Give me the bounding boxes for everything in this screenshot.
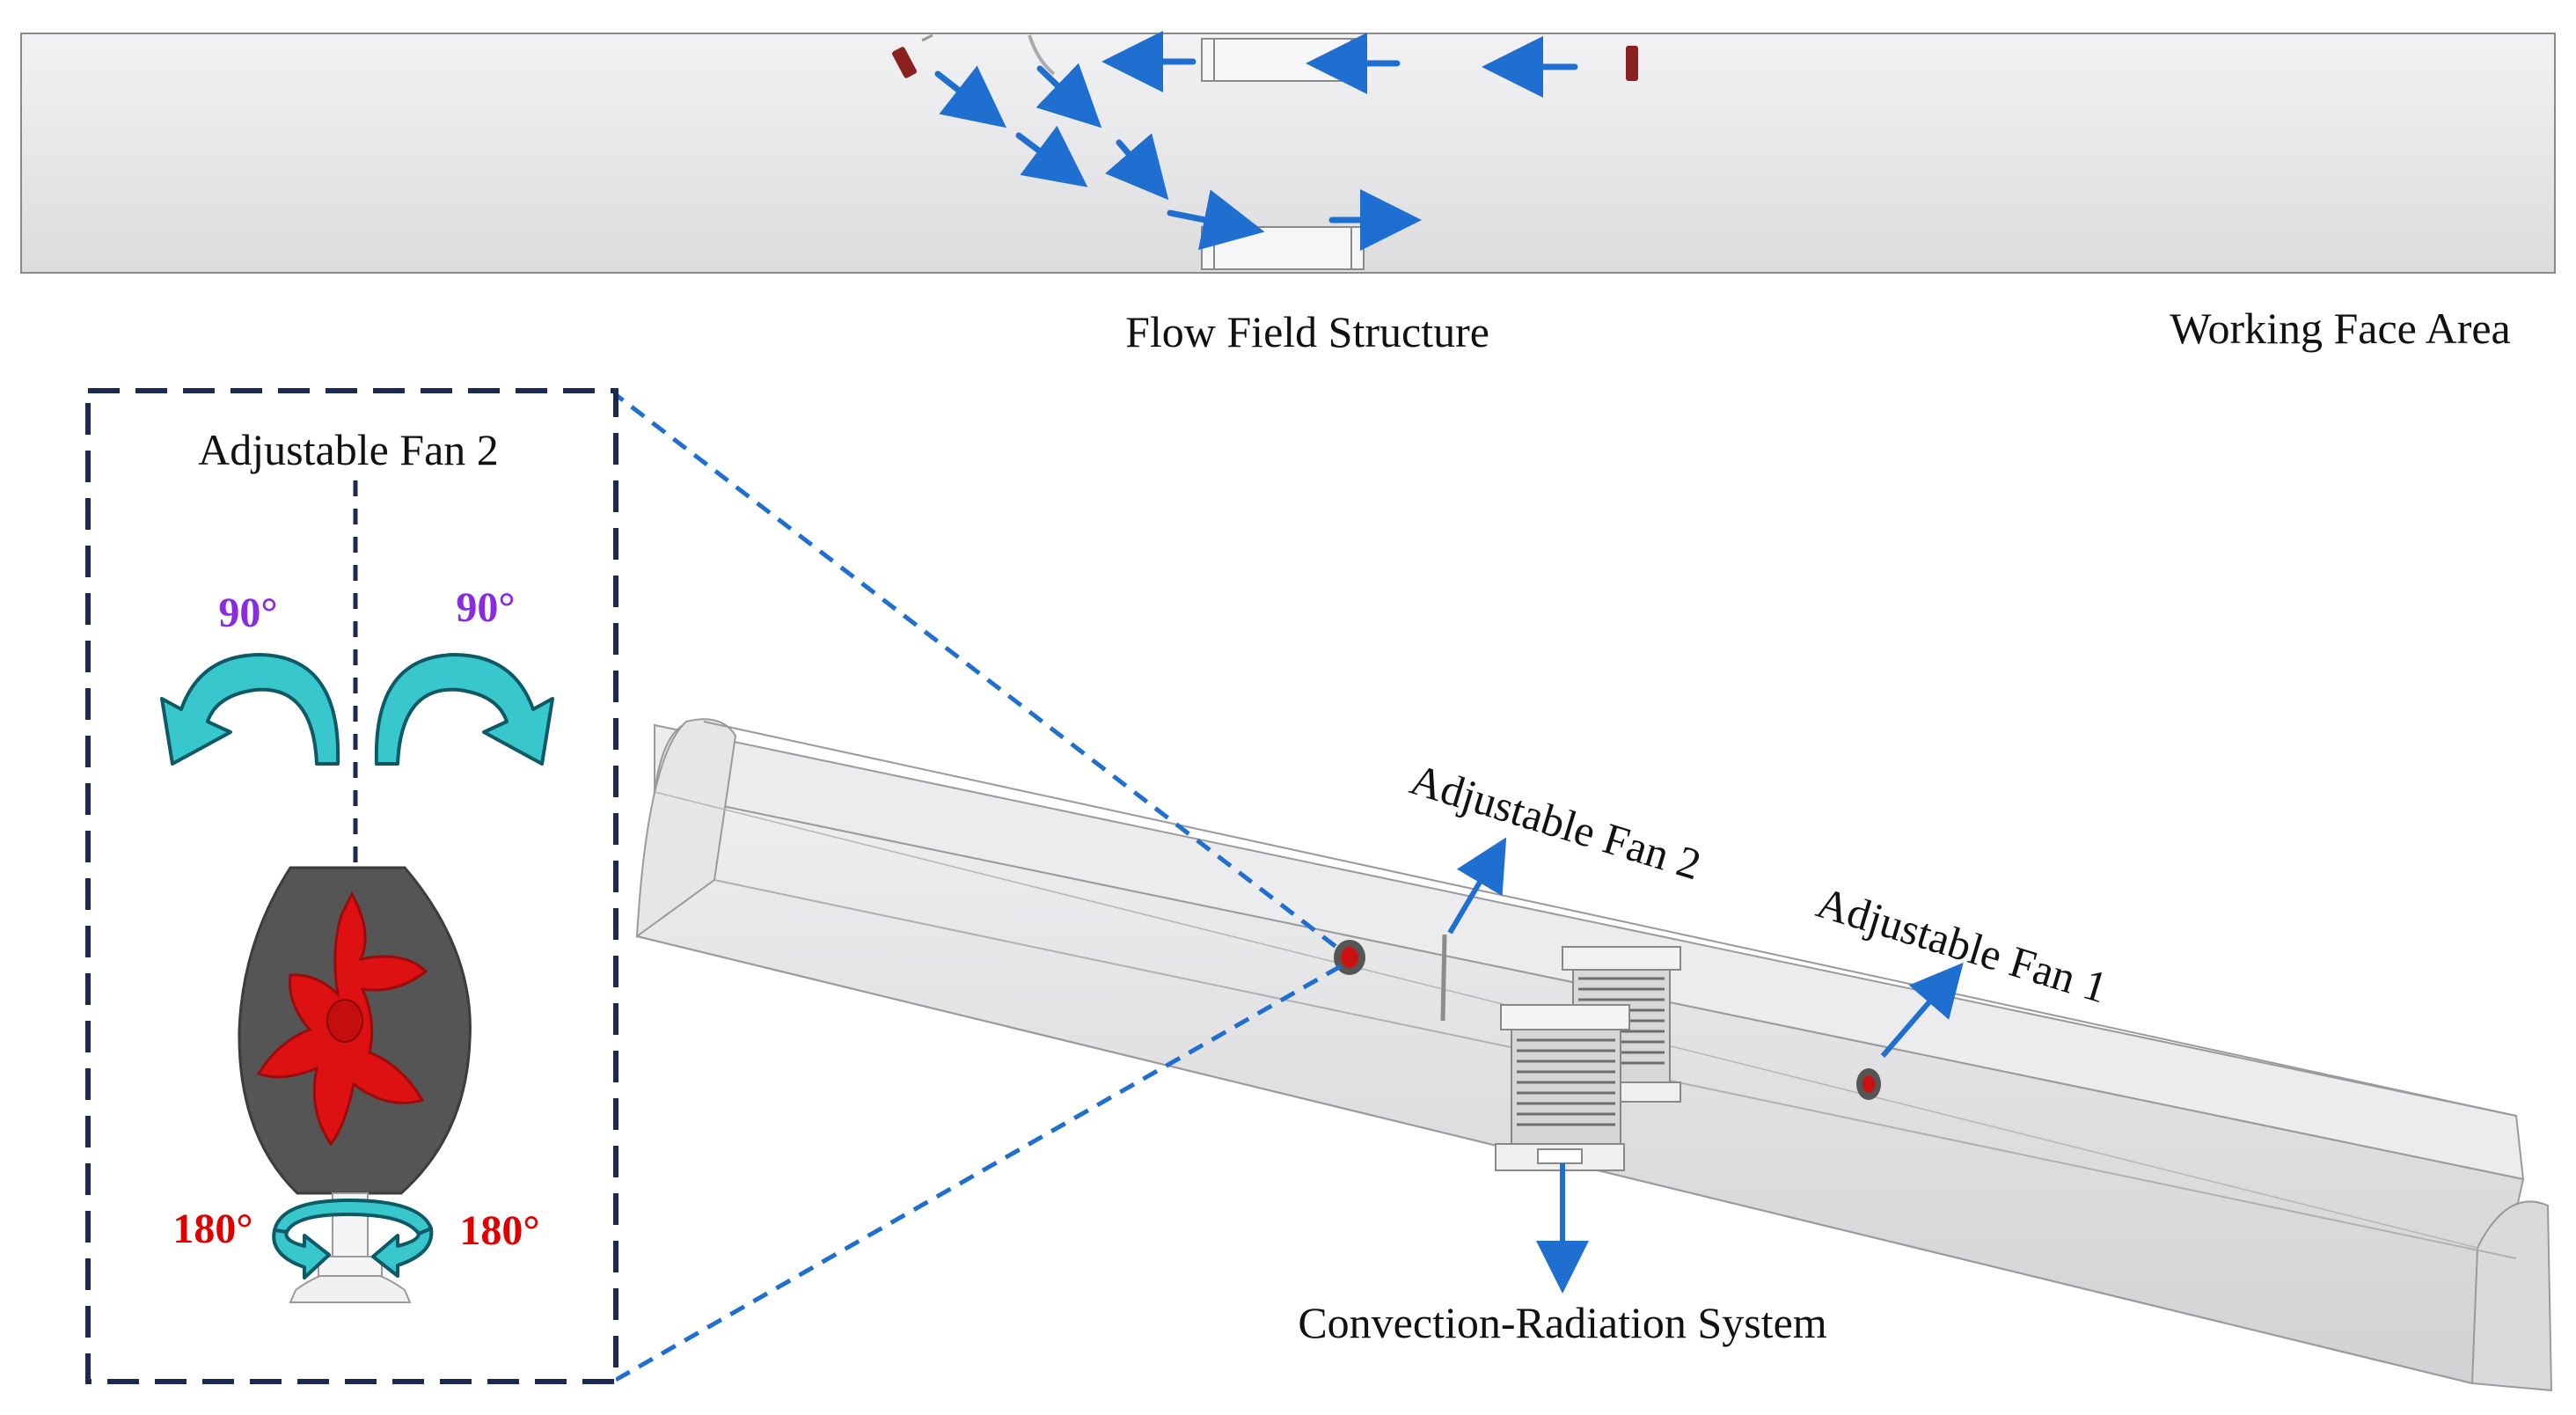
- plan-fan-2-icon: [892, 33, 933, 78]
- angle-90-right: 90°: [456, 584, 515, 631]
- guide-vane-pole: [1440, 934, 1447, 1022]
- curved-arrow-icon: [374, 653, 554, 766]
- curved-arrow-icon: [160, 653, 340, 766]
- plan-view: Flow Field Structure Working Face Area: [20, 31, 2556, 356]
- working-face-area-label: Working Face Area: [2170, 304, 2511, 353]
- fan2-callout-label: Adjustable Fan 2: [1405, 754, 1707, 889]
- plan-fan-1-icon: [1626, 46, 1638, 81]
- fan-icon: [238, 866, 472, 1303]
- arrow-right-icon: [934, 65, 1007, 128]
- plan-radiator-top: [1201, 38, 1365, 82]
- fan1-callout-arrow: [1880, 962, 1964, 1058]
- fan-detail-inset: Adjustable Fan 2 90° 90° 180° 180°: [85, 388, 618, 1384]
- plan-radiator-bottom: [1201, 226, 1365, 270]
- inset-title: Adjustable Fan 2: [198, 425, 499, 474]
- fan-2-3d-icon: [1334, 940, 1365, 975]
- angle-180-right: 180°: [459, 1207, 539, 1254]
- fan2-callout-arrow: [1447, 837, 1507, 935]
- angle-90-left: 90°: [218, 590, 277, 636]
- arrow-right-icon: [1036, 62, 1102, 128]
- zoom-lines: [609, 389, 1343, 1382]
- system-callout-label: Convection-Radiation System: [1298, 1298, 1826, 1347]
- flow-field-structure-label: Flow Field Structure: [1125, 307, 1489, 356]
- radiator-panel-front-icon: [1495, 1004, 1630, 1171]
- arrow-right-icon: [1167, 189, 1265, 251]
- arrow-right-icon: [1105, 133, 1169, 201]
- circular-arrow-icon: [272, 1199, 434, 1279]
- tunnel-right-end: [2470, 1200, 2553, 1392]
- tunnel-3d: Adjustable Fan 2 Adjustable Fan 1 Convec…: [635, 718, 2553, 1392]
- plan-flow-arrows: [934, 31, 1578, 251]
- arrow-right-icon: [1015, 125, 1088, 187]
- angle-180-left: 180°: [172, 1206, 252, 1252]
- fan-1-3d-icon: [1856, 1068, 1881, 1100]
